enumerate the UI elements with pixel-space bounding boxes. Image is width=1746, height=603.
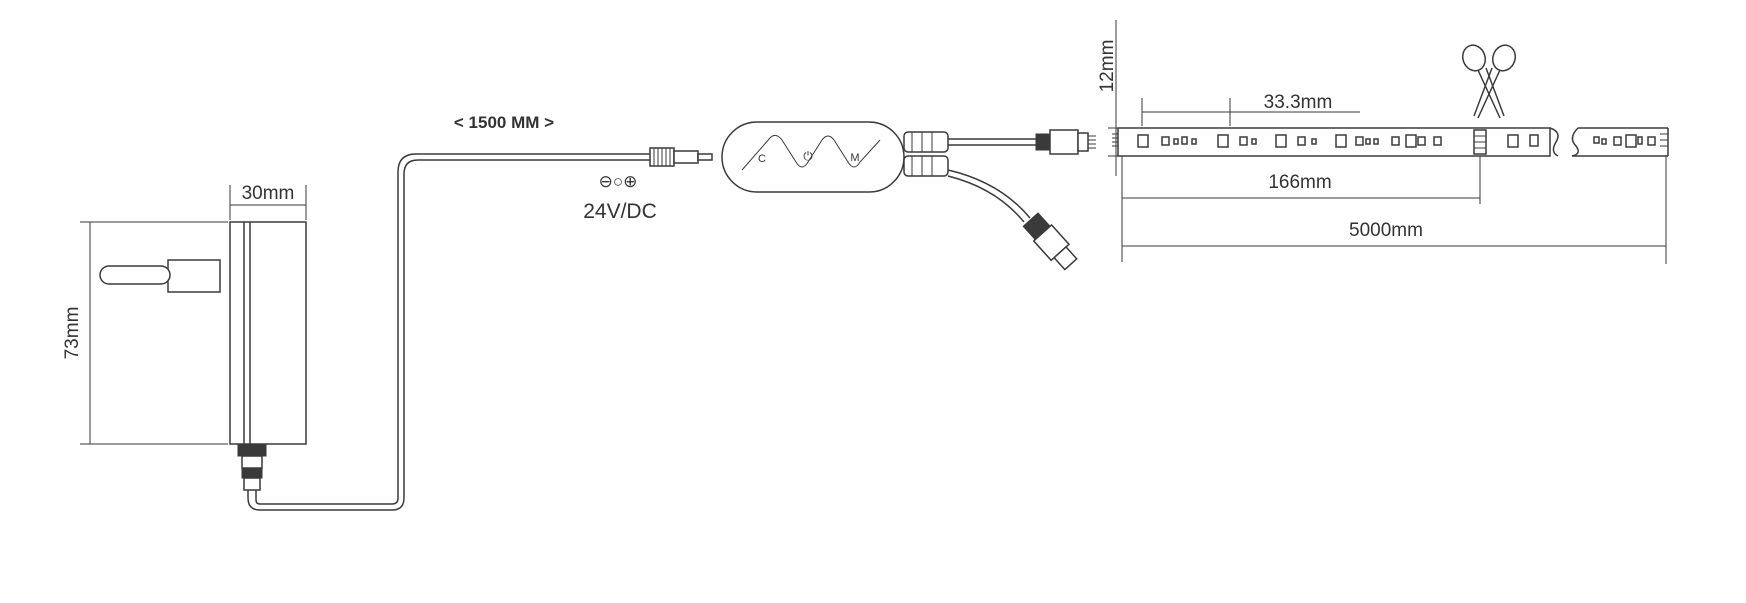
- adapter-body: [229, 221, 307, 445]
- dc-jack-icon: [649, 147, 713, 167]
- controller-button-c[interactable]: C: [758, 153, 766, 165]
- polarity-symbols: ⊖○⊕: [599, 172, 638, 191]
- strip-length-label: 5000mm: [1349, 220, 1423, 241]
- adapter-width-dimension: 30mm: [229, 183, 307, 220]
- controller-power-button[interactable]: ⏻: [803, 149, 813, 163]
- voltage-label: 24V/DC: [583, 200, 657, 223]
- controller: C ⏻ M: [721, 121, 949, 193]
- strip-length-dimension: 5000mm: [1121, 156, 1667, 264]
- adapter-height-dimension: 73mm: [62, 221, 228, 445]
- strip-cable: [948, 138, 1036, 146]
- strip-height-label: 12mm: [1097, 40, 1118, 93]
- cut-point: [1473, 129, 1487, 155]
- strip-height-dimension: 12mm: [1097, 20, 1124, 176]
- led-pitch-label: 33.3mm: [1264, 92, 1333, 113]
- extension-cable: [947, 169, 1078, 271]
- controller-button-m[interactable]: M: [850, 152, 859, 164]
- adapter-width-label: 30mm: [242, 183, 295, 204]
- cable-length-label: < 1500 MM >: [454, 113, 554, 132]
- led-chips: [1137, 133, 1668, 148]
- power-cable: [247, 153, 668, 511]
- connector-icon: [1035, 129, 1096, 155]
- adapter-height-label: 73mm: [62, 307, 83, 360]
- led-pitch-dimension: 33.3mm: [1141, 92, 1360, 126]
- power-plug-icon: [99, 259, 221, 293]
- controller-body: [721, 121, 905, 193]
- cut-segment-label: 166mm: [1268, 172, 1331, 193]
- led-strip: [1112, 127, 1669, 157]
- cut-segment-dimension: 166mm: [1121, 156, 1481, 204]
- power-adapter: [99, 221, 307, 491]
- scissors-icon: [1461, 44, 1517, 119]
